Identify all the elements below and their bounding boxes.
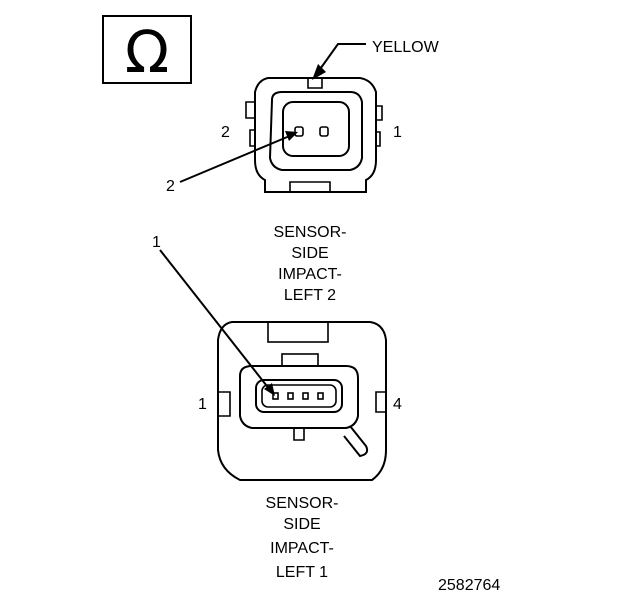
- caption-left1-line3: IMPACT-: [270, 540, 334, 557]
- connector-left2-pin-2: [294, 126, 304, 137]
- figure-number: 2582764: [438, 577, 500, 594]
- pin-label-1: 1: [198, 396, 207, 413]
- connector-left2-pin-1: [319, 126, 329, 137]
- callout-2-label: 2: [166, 178, 175, 195]
- caption-left1-line1: SENSOR-: [266, 495, 339, 512]
- caption-left1-line4: LEFT 1: [276, 564, 328, 581]
- caption-left2-line3: IMPACT-: [278, 266, 342, 283]
- connector-left1-cavity: [255, 379, 343, 413]
- caption-left2-line2: SIDE: [291, 245, 328, 262]
- connector-left1: 1 1 4 SENSOR- SIDE IMPACT- LEFT 1: [152, 234, 402, 581]
- connector-left1-latch: [281, 353, 319, 367]
- callout-1-label: 1: [152, 234, 161, 251]
- omega-icon: Ω: [125, 18, 169, 86]
- connector-left2: YELLOW 2 1 2 SENSOR- SIDE IMPACT- LEFT 2: [166, 39, 440, 304]
- callout-1-arrowhead: [264, 383, 275, 396]
- connector-left1-bottom-key: [293, 428, 305, 441]
- connector-left2-cavity: [282, 101, 350, 157]
- caption-left1-line2: SIDE: [283, 516, 320, 533]
- yellow-leader-line: [317, 43, 366, 73]
- yellow-leader-arrowhead: [312, 64, 326, 80]
- connector-left1-pin-1: [272, 392, 279, 400]
- connector-left1-top-tab: [267, 321, 329, 343]
- callout-2-arrowhead: [285, 131, 298, 141]
- connector-left1-inner-housing: [239, 365, 359, 429]
- connector-left2-left-latch: [245, 101, 255, 147]
- connector-left2-body: [254, 77, 377, 193]
- connector-left1-pin-4: [317, 392, 324, 400]
- connector-left2-inner-shell: [268, 91, 363, 171]
- connector-left1-side-notch: [218, 391, 386, 417]
- pin-label-1: 1: [393, 124, 402, 141]
- connector-left1-pin-2: [287, 392, 294, 400]
- wire-color-label: YELLOW: [372, 39, 440, 56]
- callout-1-leader: [159, 249, 271, 391]
- symbol-frame: [102, 15, 192, 84]
- caption-left2-line4: LEFT 2: [284, 287, 336, 304]
- connector-left1-locking-arm: [343, 425, 369, 458]
- connector-left2-bottom-key: [289, 181, 331, 192]
- caption-left2-line1: SENSOR-: [274, 224, 347, 241]
- connector-left1-cavity-inner: [261, 384, 337, 408]
- omega-symbol-box: Ω: [102, 15, 192, 86]
- pin-label-4: 4: [393, 396, 402, 413]
- connector-left1-body: [217, 321, 387, 481]
- connector-left1-pin-3: [302, 392, 309, 400]
- pin-label-2: 2: [221, 124, 230, 141]
- connector-left2-top-key: [307, 78, 323, 89]
- callout-2-leader: [179, 134, 293, 183]
- connector-left2-right-latch: [376, 105, 383, 147]
